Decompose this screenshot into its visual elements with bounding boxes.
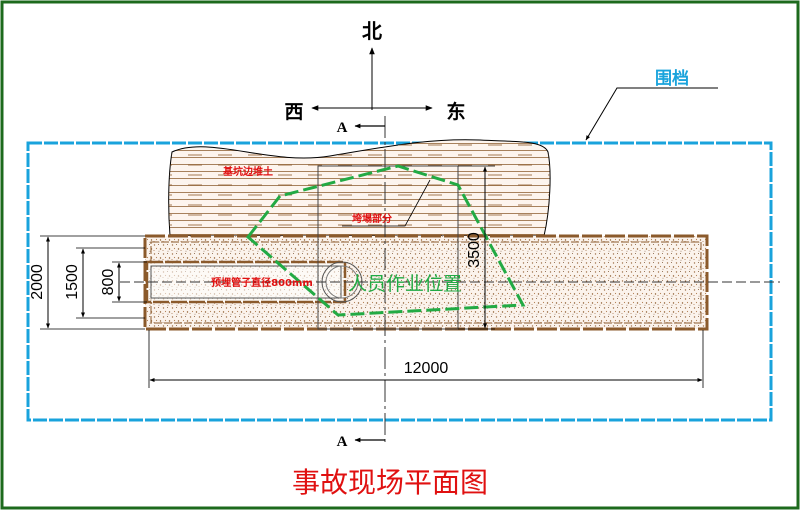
section-mark-top: A <box>337 120 348 136</box>
collapse-area-label: 垮塌部分 <box>352 212 392 225</box>
dim-3500-label: 3500 <box>466 232 483 268</box>
compass-west-label: 西 <box>284 101 303 123</box>
pipe-label: 预埋管子直径800mm <box>211 276 313 289</box>
page-title: 事故现场平面图 <box>292 466 488 499</box>
compass-north-label: 北 <box>362 19 382 43</box>
collapse-reference-box <box>317 165 459 330</box>
compass-east-label: 东 <box>446 100 465 123</box>
fence-leader <box>585 87 718 141</box>
section-mark-bottom: A <box>337 434 348 450</box>
dim-12000-label: 12000 <box>404 360 449 377</box>
fence-label: 围档 <box>655 68 689 89</box>
dim-800-label: 800 <box>100 269 117 296</box>
dim-2000-label: 2000 <box>29 264 46 300</box>
worker-position-label: 人员作业位置 <box>348 273 462 295</box>
dim-1500-label: 1500 <box>64 264 81 300</box>
collapse-area-polygon <box>245 164 526 317</box>
spoil-pile-label: 基坑边堆土 <box>222 165 273 178</box>
collapse-leader <box>342 179 431 227</box>
spoil-pile-hatch <box>168 139 551 236</box>
